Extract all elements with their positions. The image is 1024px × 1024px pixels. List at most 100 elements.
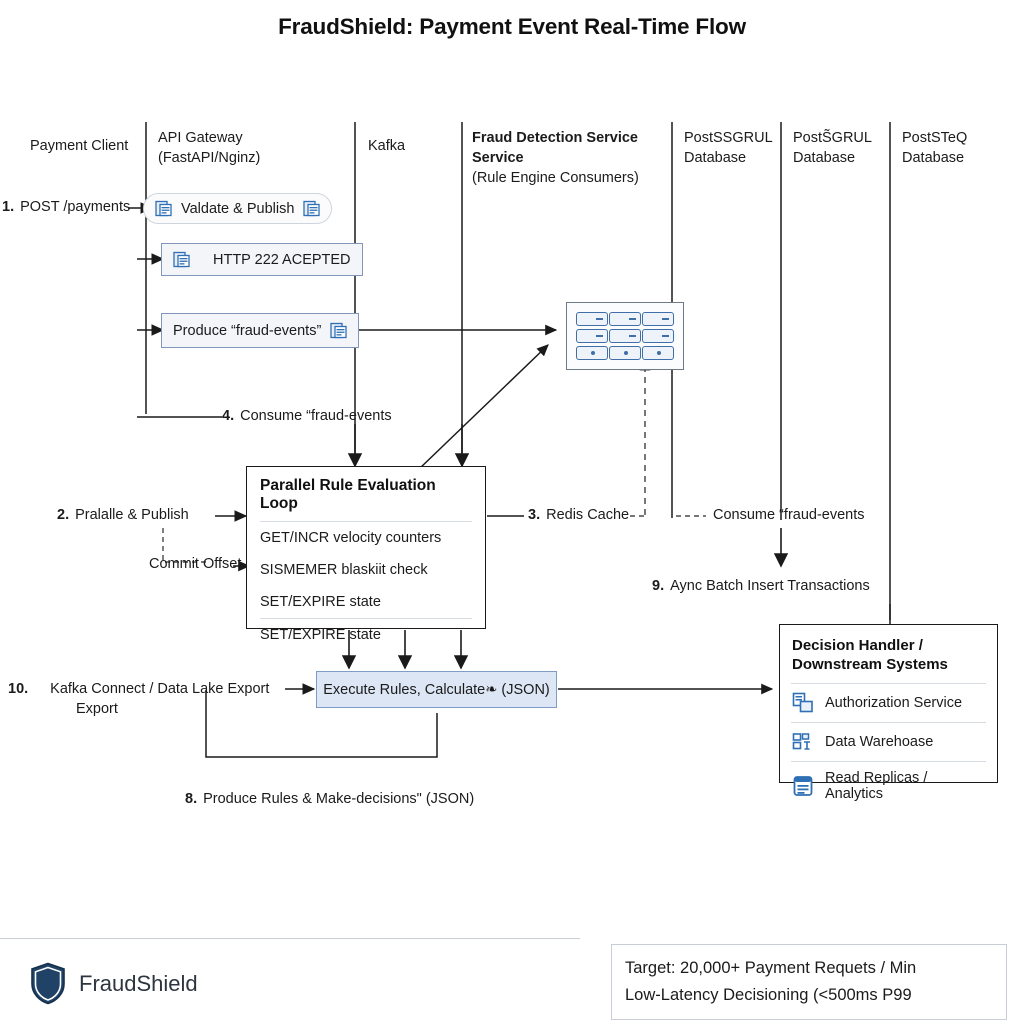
target-callout: Target: 20,000+ Payment Requets / Min Lo… [611,944,1007,1020]
step-9-async-batch-insert: 9. Aync Batch Insert Transactions [652,578,870,594]
rack-unit [609,329,641,343]
shield-icon [31,962,65,1005]
message-validate-publish[interactable]: Valdate & Publish [143,193,333,224]
lifeline-label-fraud-detection: Fraud Detection Service [472,130,638,146]
lifeline-header-postgres-1: PostSSGRUL Database [684,128,788,168]
step-9-label: Aync Batch Insert Transactions [670,578,870,594]
lifeline-header-fraud-detection: Fraud Detection Service Service (Rule En… [472,128,668,188]
step-8-label: Produce Rules & Make-decisions" (JSON) [203,791,475,807]
rack-unit [642,312,674,326]
rack-unit [642,329,674,343]
lifeline-label-postgres-2: PostS̃GRUL [793,130,872,146]
message-validate-publish-label: Valdate & Publish [181,200,295,217]
brand-name: FraudShield [79,970,198,996]
loop-item-velocity-counters[interactable]: GET/INCR velocity counters [260,530,442,546]
lifeline-sub-postgres-1: Database [684,150,747,166]
document-icon [303,200,321,217]
lifeline-header-postgres-3: PostSTeQ Database [902,128,1012,168]
step-1-post-payments: 1.POST /payments [2,199,130,215]
message-http-accepted[interactable]: HTTP 222 ACEPTED [161,243,363,276]
message-produce-fraud-events[interactable]: Produce “fraud-events” [161,313,360,348]
panel-title-line2: Downstream Systems [792,656,948,673]
rack-unit [576,329,608,343]
step-2-label: Pralalle & Publish [75,507,189,523]
lifeline-label-kafka: Kafka [368,138,406,154]
loop-item-set-expire-state[interactable]: SET/EXPIRE state [260,594,381,610]
step-10-number: 10. [8,681,29,697]
panel-item-label: Read Replicas / Analytics [825,770,928,802]
step-9-number: 9. [652,578,665,594]
divider [791,761,986,762]
arrow-loop-to-rack-diagonal [417,344,549,471]
rack-unit [609,346,641,360]
lifeline-label-postgres-3: PostSTeQ [902,130,968,146]
rack-unit [576,312,608,326]
data-warehouse-icon [792,733,810,750]
divider [791,722,986,723]
loop-item-blacklist-check[interactable]: SISMEMER blaskiit check [260,562,428,578]
target-line-2: Low-Latency Decisioning (<500ms P99 [625,986,912,1004]
label-commit-offset: Commit Offset [149,556,242,572]
lifeline-label-fraud-detection-2: Service [472,150,524,166]
divider [260,521,472,522]
target-line-1: Target: 20,000+ Payment Requets / Min [625,959,917,977]
step-1-number: 1. [2,199,15,215]
divider [260,618,472,619]
rack-unit [609,312,641,326]
label-consume-fraud-events-right: Consume “fraud-events [713,507,865,523]
panel-title-line1: Decision Handler / [792,637,923,654]
loop-item-set-expire-state-2[interactable]: SET/EXPIRE state [260,627,381,643]
step-10-label: Kafka Connect / Data Lake Export [50,681,270,697]
step-3-redis-cache: 3.Redis Cache [528,507,629,523]
message-http-accepted-label: HTTP 222 ACEPTED [213,251,351,268]
footer-divider [0,938,580,940]
lifeline-label-postgres-1: PostSSGRUL [684,130,773,146]
message-produce-fraud-events-label: Produce “fraud-events” [173,322,322,339]
page-title: FraudShield: Payment Event Real-Time Flo… [278,14,746,39]
lifeline-header-api-gateway: API Gateway (FastAPI/Nginz) [158,128,338,168]
authorization-service-icon [792,692,813,713]
parallel-rule-evaluation-loop: Parallel Rule Evaluation Loop GET/INCR v… [246,466,486,643]
step-10-sublabel: Export [76,701,118,717]
lifeline-header-kafka: Kafka [368,136,448,156]
message-execute-rules[interactable]: Execute Rules, Calculate❧ (JSON) [316,671,557,708]
panel-item-label: Data Warehoase [825,734,934,750]
lifeline-sub-api-gateway: (FastAPI/Nginz) [158,150,261,166]
message-execute-rules-label: Execute Rules, Calculate❧ (JSON) [323,681,550,698]
lifeline-label-api-gateway: API Gateway [158,130,243,146]
lifeline-sub-postgres-3: Database [902,150,965,166]
lifeline-header-postgres-2: PostS̃GRUL Database [793,128,897,168]
rack-column [642,312,674,360]
lifeline-sub-fraud-detection: (Rule Engine Consumers) [472,170,639,186]
rack-column [609,312,641,360]
lifeline-header-payment-client: Payment Client [30,136,142,156]
panel-item-read-replicas[interactable]: Read Replicas / Analytics [780,762,997,810]
step-8-number: 8. [185,791,198,807]
decision-handler-panel: Decision Handler / Downstream Systems Au… [779,624,998,802]
panel-item-data-warehouse[interactable]: Data Warehoase [780,723,997,761]
read-replicas-icon [793,776,813,796]
loop-title: Parallel Rule Evaluation Loop [260,477,436,512]
lifeline-label-payment-client: Payment Client [30,138,129,154]
rack-column [576,312,608,360]
step-3-label: Redis Cache [546,507,630,523]
document-icon [173,251,190,268]
step-2-number: 2. [57,507,70,523]
panel-item-authorization-service[interactable]: Authorization Service [780,684,997,722]
panel-item-label: Authorization Service [825,695,963,711]
panel-title: Decision Handler / Downstream Systems [780,625,997,683]
lifeline-sub-postgres-2: Database [793,150,856,166]
document-icon [155,200,172,217]
document-icon [330,322,347,339]
step-10-kafka-connect-export: 10. Kafka Connect / Data Lake Export [8,681,269,697]
step-4-number: 4. [222,408,235,424]
rack-unit [642,346,674,360]
rack-unit [576,346,608,360]
step-4-consume-fraud-events: 4. Consume “fraud-events [222,408,392,424]
divider [791,683,986,684]
step-2-validate-publish: 2. Pralalle & Publish [57,507,189,523]
brand-lockup: FraudShield [30,962,198,1005]
step-8-produce-rules: 8. Produce Rules & Make-decisions" (JSON) [185,791,474,807]
step-4-label: Consume “fraud-events [240,408,392,424]
